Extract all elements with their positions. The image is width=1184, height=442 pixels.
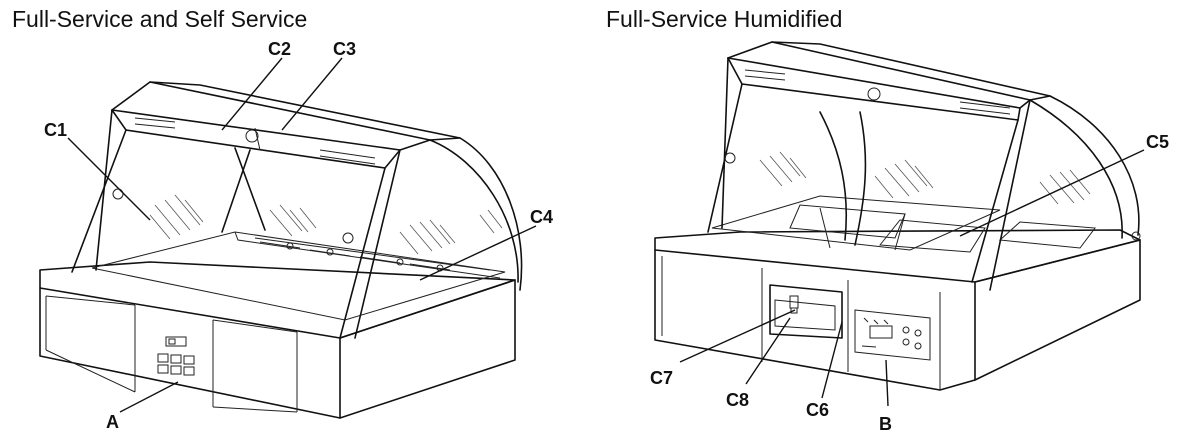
callout-c8: C8 bbox=[726, 390, 749, 410]
callout-c2: C2 bbox=[268, 39, 291, 59]
left-control-panel bbox=[157, 336, 195, 376]
right-humidifier-drawer bbox=[769, 284, 843, 339]
right-unit-title: Full-Service Humidified bbox=[606, 6, 843, 32]
callout-c6: C6 bbox=[806, 400, 829, 420]
callout-c1: C1 bbox=[44, 120, 67, 140]
callout-c5: C5 bbox=[1146, 132, 1169, 152]
callout-c4: C4 bbox=[530, 207, 553, 227]
callout-a: A bbox=[106, 412, 119, 432]
right-base-cabinet bbox=[654, 229, 1141, 391]
right-display-case: C5 C7 C8 C6 B bbox=[650, 41, 1169, 434]
right-food-wells bbox=[711, 195, 1096, 253]
callout-c7: C7 bbox=[650, 368, 673, 388]
right-glass-hatching bbox=[759, 151, 1091, 205]
right-glass-frame bbox=[707, 41, 1141, 291]
left-unit-title: Full-Service and Self Service bbox=[12, 6, 308, 32]
callout-c3: C3 bbox=[333, 39, 356, 59]
left-food-well bbox=[91, 231, 506, 321]
left-glass-frame bbox=[71, 81, 523, 339]
left-callout-leaders bbox=[67, 57, 537, 413]
right-control-panel bbox=[854, 309, 931, 361]
callout-b: B bbox=[879, 414, 892, 434]
left-base-cabinet bbox=[39, 261, 516, 419]
left-display-case: C1 C2 C3 C4 A bbox=[39, 39, 553, 432]
right-callout-leaders bbox=[679, 149, 1145, 407]
left-glass-hatching bbox=[149, 194, 503, 255]
